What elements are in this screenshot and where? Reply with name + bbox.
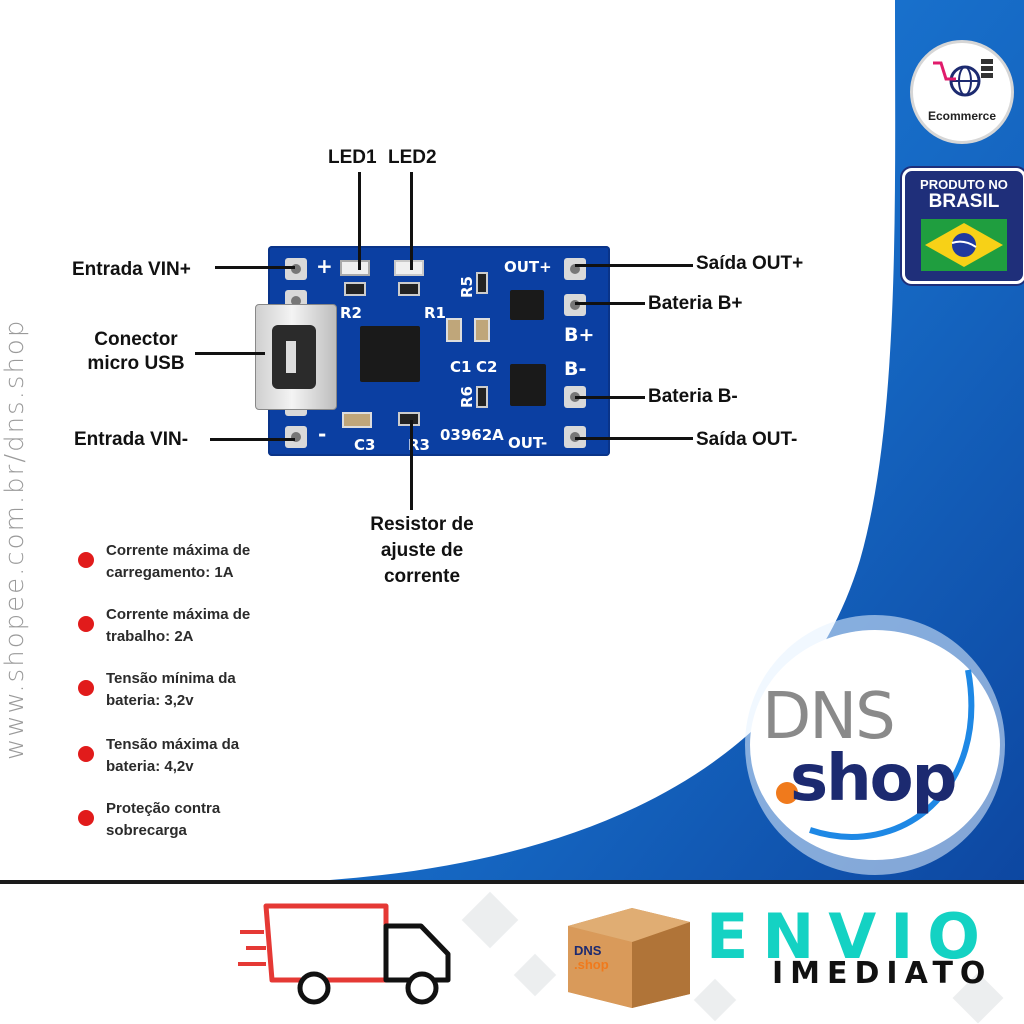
out-plus-line: [575, 264, 693, 267]
feature-line1: Tensão mínima da: [106, 670, 236, 687]
silk-plus: +: [316, 254, 333, 278]
feature-line1: Corrente máxima de: [106, 606, 251, 623]
logo-swoosh-icon: [809, 669, 975, 840]
box-logo: DNS .shop: [574, 944, 609, 972]
silk-r2: R2: [340, 304, 362, 322]
micro-usb-connector: [255, 304, 337, 410]
bat-plus-line: [575, 302, 645, 305]
label-usb-line1: Conector: [94, 329, 178, 350]
silk-c1: C1: [450, 358, 472, 376]
bullet-dot-icon: [78, 616, 94, 632]
pad-out-plus: [564, 258, 586, 280]
capacitor-c1: [446, 318, 462, 342]
label-out-minus: Saída OUT-: [696, 429, 798, 450]
label-resistor-line1: Resistor de: [370, 514, 474, 535]
led2-component: [394, 260, 424, 276]
resistor-r3: [398, 412, 420, 426]
led1-component: [340, 260, 370, 276]
label-resistor: Resistor de ajuste de corrente: [352, 512, 492, 590]
silk-code: 03962A: [440, 426, 504, 444]
usb-line: [195, 352, 265, 355]
box-dns-text: DNS: [574, 943, 602, 958]
label-out-plus: Saída OUT+: [696, 253, 804, 274]
vin-minus-line: [210, 438, 295, 441]
resistor-r1: [398, 282, 420, 296]
out-minus-line: [575, 437, 693, 440]
feature-line2: trabalho: 2A: [106, 628, 194, 645]
produto-brasil-badge: PRODUTO NO BRASIL: [902, 168, 1024, 284]
resistor-r2: [344, 282, 366, 296]
ecommerce-icon: [933, 59, 993, 97]
side-url: www.shopee.com.br/dns.shop: [0, 318, 30, 760]
shipping-box-icon: [568, 908, 690, 1008]
logo-dot: [776, 782, 798, 804]
feature-line2: bateria: 3,2v: [106, 692, 194, 709]
label-resistor-line3: corrente: [383, 566, 461, 587]
feature-line1: Tensão máxima da: [106, 736, 240, 753]
logo-dns-text: DNS: [762, 680, 896, 754]
label-vin-plus: Entrada VIN+: [72, 259, 191, 280]
protection-ic: [510, 290, 544, 320]
silk-b-minus: B-: [564, 358, 587, 380]
resistor-r5: [476, 272, 488, 294]
bullet-dot-icon: [78, 746, 94, 762]
divider-line: [0, 880, 1024, 884]
label-vin-minus: Entrada VIN-: [74, 429, 189, 450]
feature-line1: Corrente máxima de: [106, 542, 251, 559]
charger-ic: [360, 326, 420, 382]
feature-line2: carregamento: 1A: [106, 564, 234, 581]
silk-b-plus: B+: [564, 324, 595, 346]
label-bat-plus: Bateria B+: [648, 293, 743, 314]
resistor-line: [410, 420, 413, 510]
label-bat-minus: Bateria B-: [648, 386, 738, 407]
silk-r1: R1: [424, 304, 446, 322]
usb-port-icon: [272, 325, 316, 389]
silk-c3: C3: [354, 436, 376, 454]
feature-line1: Proteção contra: [106, 800, 221, 817]
silk-out-plus: OUT+: [504, 258, 552, 276]
bullet-dot-icon: [78, 680, 94, 696]
logo-shop-text: shop: [790, 742, 957, 816]
banner-envio: ENVIO: [706, 900, 994, 973]
label-resistor-line2: ajuste de: [380, 540, 464, 561]
vin-plus-line: [215, 266, 295, 269]
silk-r5: R5: [458, 276, 476, 298]
ecommerce-label: Ecommerce: [927, 109, 997, 123]
pcb-board: + - R2 R1 R5 R6 C1 C2 C3 R3 03962A OUT+ …: [268, 246, 610, 456]
label-led2: LED2: [388, 147, 437, 168]
bat-minus-line: [575, 396, 645, 399]
pad-vin-minus: [285, 426, 307, 448]
dns-shop-logo: DNS shop: [750, 630, 1000, 860]
label-usb: Conector micro USB: [76, 328, 196, 376]
brazil-flag-icon: [921, 219, 1007, 271]
capacitor-c2: [474, 318, 490, 342]
ecommerce-badge: Ecommerce: [910, 40, 1014, 144]
resistor-r6: [476, 386, 488, 408]
capacitor-c3: [342, 412, 372, 428]
mosfet-ic: [510, 364, 546, 406]
feature-line2: sobrecarga: [106, 822, 187, 839]
silk-out-minus: OUT-: [508, 434, 548, 452]
brasil-label: BRASIL: [928, 191, 1000, 212]
pad-b-plus: [564, 294, 586, 316]
silk-r6: R6: [458, 386, 476, 408]
banner-imediato: IMEDIATO: [772, 956, 993, 991]
silk-c2: C2: [476, 358, 498, 376]
label-usb-line2: micro USB: [87, 353, 185, 374]
bullet-dot-icon: [78, 810, 94, 826]
feature-line2: bateria: 4,2v: [106, 758, 194, 775]
silk-minus: -: [318, 422, 327, 446]
pad-vin-plus: [285, 258, 307, 280]
delivery-truck-icon: [238, 903, 451, 1005]
produto-label: PRODUTO NO: [920, 177, 1008, 192]
silk-r3: R3: [408, 436, 430, 454]
bullet-dot-icon: [78, 552, 94, 568]
led1-line: [358, 172, 361, 270]
led2-line: [410, 172, 413, 270]
box-shop-text: .shop: [574, 957, 609, 972]
label-led1: LED1: [328, 147, 377, 168]
